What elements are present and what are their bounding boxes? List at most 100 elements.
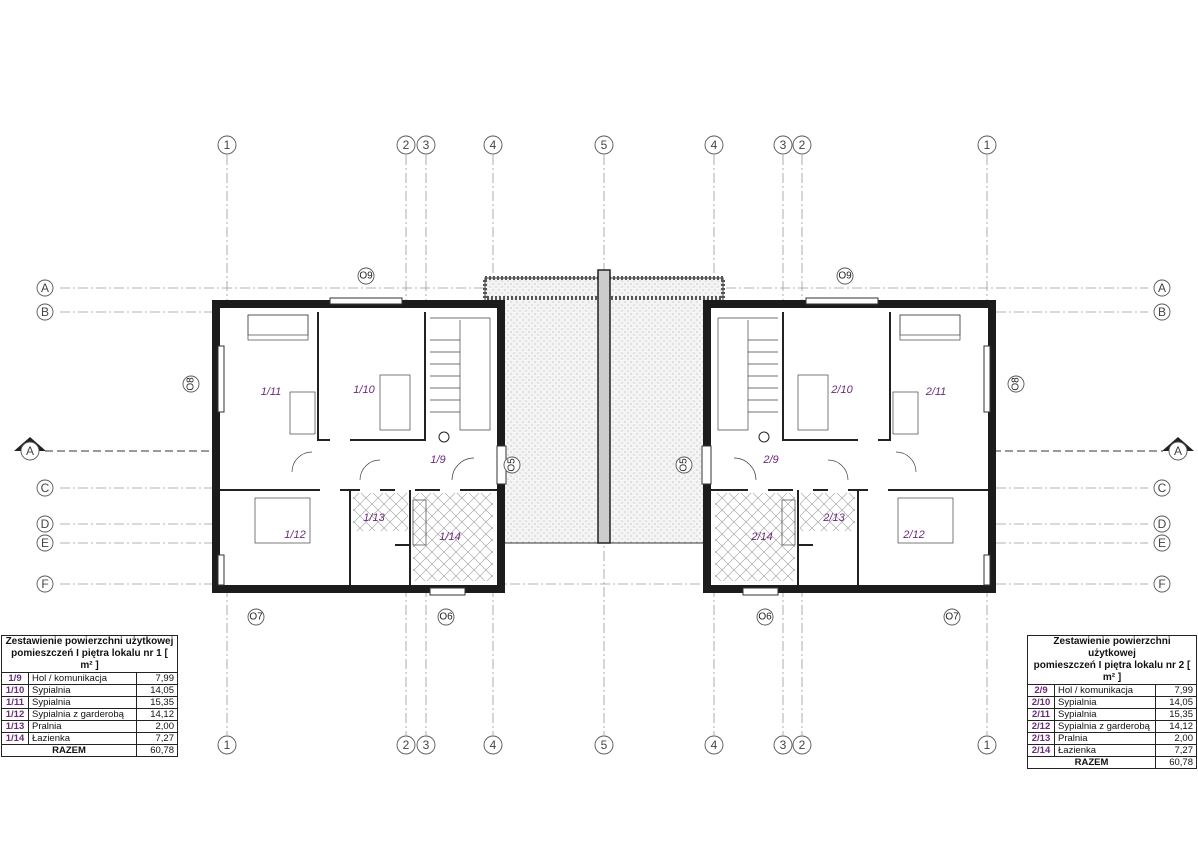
room-name: Łazienka: [28, 732, 137, 745]
window-o9-right: O9: [838, 271, 852, 282]
window-o6-right: O6: [758, 612, 772, 623]
grid-bubble: [36, 575, 54, 593]
room-code: 2/12: [1027, 720, 1055, 733]
room-code: 1/13: [1, 720, 29, 733]
grid-bubble: [483, 735, 503, 755]
window-o7-right: O7: [945, 612, 959, 623]
grid-bubble: [594, 135, 614, 155]
room-area: 14,12: [136, 708, 178, 721]
room-code: 1/9: [1, 672, 29, 685]
room-code: 2/9: [1027, 684, 1055, 697]
table-subtitle: pomieszczeń I piętra lokalu nr 1 [ m² ]: [11, 648, 168, 671]
grid-column-label: 3: [780, 738, 787, 752]
room-code: 2/13: [1027, 732, 1055, 745]
grid-column-label: 4: [490, 138, 497, 152]
grid-bubble: [1153, 534, 1171, 552]
grid-bubble: [704, 735, 724, 755]
room-1-12: 1/12: [284, 529, 305, 541]
room-1-14: 1/14: [439, 531, 460, 543]
grid-row-label: C: [1158, 481, 1167, 495]
grid-row-label: F: [41, 577, 48, 591]
section-label: A: [1174, 444, 1182, 458]
room-name: Sypialnia z garderobą: [1054, 720, 1156, 733]
table-subtitle: pomieszczeń I piętra lokalu nr 2 [ m² ]: [1033, 660, 1191, 683]
room-code: 1/12: [1, 708, 29, 721]
grid-bubble: [1153, 575, 1171, 593]
room-area: 14,05: [136, 684, 178, 697]
grid-bubble: [792, 735, 812, 755]
grid-bubble: [396, 735, 416, 755]
grid-column-label: 2: [403, 138, 410, 152]
grid-column-label: 1: [984, 738, 991, 752]
grid-column-label: 1: [984, 138, 991, 152]
room-code: 1/11: [1, 696, 29, 709]
grid-column-label: 1: [224, 738, 231, 752]
grid-column-label: 4: [711, 138, 718, 152]
grid-bubble: [483, 135, 503, 155]
grid-row-label: D: [1158, 517, 1167, 531]
room-labels: 1/9 1/10 1/11 1/12 1/13 1/14 2/9 2/10 2/…: [261, 384, 947, 543]
unit-1-plan: [212, 297, 507, 596]
grid-bubble: [36, 534, 54, 552]
grid-bubble: [36, 303, 54, 321]
window-labels: O9 O9 O8 O8 O5 O5 O7 O7 O6 O6: [182, 267, 1025, 626]
grid-bubble: [36, 515, 54, 533]
unit-2-plan: [701, 297, 997, 596]
room-area: 15,35: [136, 696, 178, 709]
room-area: 14,12: [1155, 720, 1197, 733]
grid-bubble: [1153, 303, 1171, 321]
room-area: 7,99: [136, 672, 178, 685]
room-name: Sypialnia z garderobą: [28, 708, 137, 721]
room-name: Sypialnia: [1054, 696, 1156, 709]
grid-bubble: [217, 135, 237, 155]
room-code: 2/11: [1027, 708, 1055, 721]
grid-column-label: 3: [423, 138, 430, 152]
total-value: 60,78: [136, 744, 178, 757]
grid-column-label: 2: [799, 738, 806, 752]
section-marker: [1168, 441, 1188, 461]
grid-column-label: 1: [224, 138, 231, 152]
room-code: 2/10: [1027, 696, 1055, 709]
window-o7-left: O7: [249, 612, 263, 623]
grid-bubble: [704, 135, 724, 155]
section-label: A: [26, 444, 34, 458]
room-2-14: 2/14: [750, 531, 772, 543]
grid-column-label: 2: [799, 138, 806, 152]
grid-column-label: 5: [601, 738, 608, 752]
room-1-10: 1/10: [353, 384, 375, 396]
grid-bubble: [792, 135, 812, 155]
window-o5-right: O5: [679, 458, 690, 472]
grid-column-label: 4: [490, 738, 497, 752]
terrace: [483, 269, 725, 544]
room-1-11: 1/11: [261, 386, 282, 398]
window-o8-left: O8: [186, 377, 197, 391]
total-value: 60,78: [1155, 756, 1197, 769]
grid-row-label: B: [41, 305, 49, 319]
room-area: 2,00: [136, 720, 178, 733]
room-name: Sypialnia: [1054, 708, 1156, 721]
room-2-11: 2/11: [925, 386, 947, 398]
room-name: Łazienka: [1054, 744, 1156, 757]
grid-column-label: 3: [423, 738, 430, 752]
room-1-9: 1/9: [430, 454, 445, 466]
room-name: Pralnia: [28, 720, 137, 733]
room-2-10: 2/10: [830, 384, 853, 396]
room-area: 7,27: [136, 732, 178, 745]
grid-bubble: [773, 135, 793, 155]
window-o9-left: O9: [359, 271, 373, 282]
total-label: RAZEM: [1027, 756, 1156, 769]
grid-bubble: [217, 735, 237, 755]
grid-bubble: [977, 735, 997, 755]
grid-bubble: [416, 135, 436, 155]
